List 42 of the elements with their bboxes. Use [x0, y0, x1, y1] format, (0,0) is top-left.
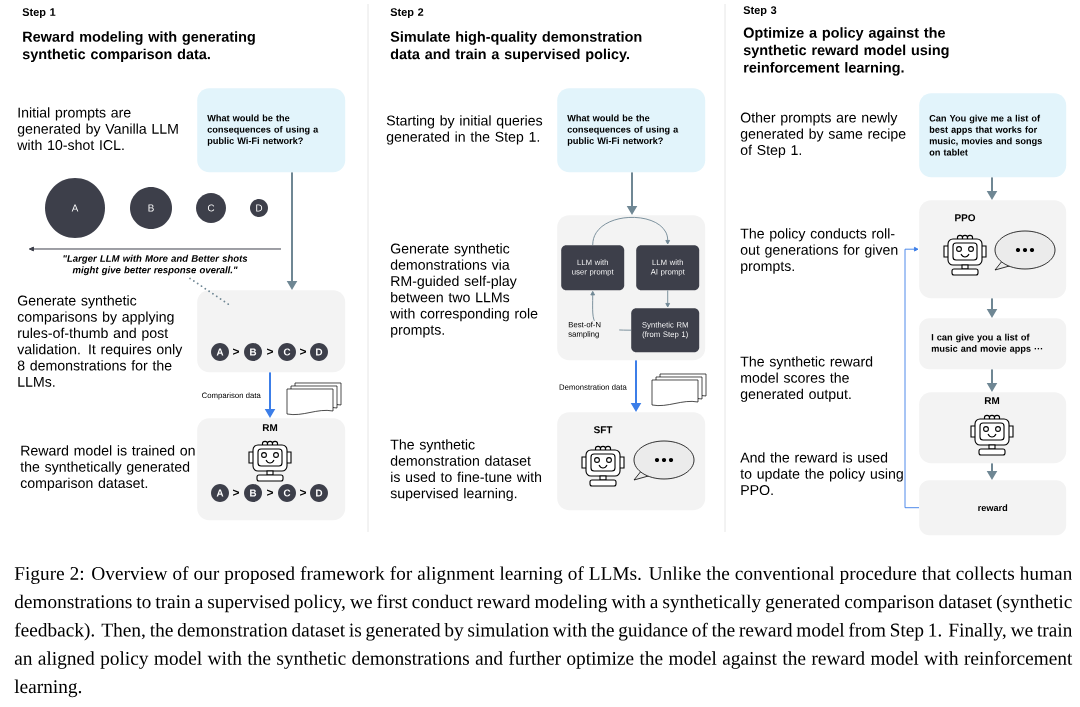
greater-than-sign: >: [267, 489, 273, 496]
prompt-box: What would be the consequences of using a public Wi-Fi network?: [557, 88, 706, 173]
rank-badge: B: [244, 484, 262, 502]
response-box: I can give you a list of music and movie apps ···: [919, 318, 1067, 370]
description-text: Other prompts are newly generated by same recipe of Step 1.: [740, 112, 906, 158]
step-label: Step 3: [743, 6, 777, 17]
greater-than-sign: >: [300, 348, 306, 355]
rank-badge: C: [278, 343, 296, 361]
arrow: [665, 289, 671, 308]
caption-text: Figure 2: Overview of our proposed framework for alignment learning of LLMs. Unlike the conventional procedure that collects human demonstrations to train a supervised policy, we first conduct reward modeling with a synthetically generated comparison dataset (synthetic feedback). Then, the demonstration dataset is generated by simulation with the guidance of the reward model from Step 1. Finally, we train an aligned policy model with the synthetic demonstrations and further optimize the model against the reward model with reinforcement learning.: [14, 566, 1073, 698]
greater-than-sign: >: [267, 348, 273, 355]
step-label: Step 2: [390, 8, 424, 19]
description-text: Initial prompts are generated by Vanilla LLM with 10-shot ICL.: [17, 107, 178, 151]
rank-badge: D: [310, 343, 328, 361]
leader-line: [189, 277, 232, 307]
step-label: Step 1: [22, 8, 56, 19]
description-text: Generate synthetic demonstrations via RM-guided self-play between two LLMs with corresponding role prompts.: [390, 243, 538, 338]
step-heading: Optimize a policy against the synthetic reward model using reinforcement learning.: [743, 27, 949, 76]
description-text: The synthetic reward model scores the generated output.: [740, 356, 873, 402]
description-text: The policy conducts roll-out generations for given prompts.: [740, 228, 898, 274]
rank-badge: B: [244, 343, 262, 361]
prompt-box: Can You give me a list of best apps that works for music, movies and songs on tablet: [919, 93, 1067, 178]
arrow: [904, 246, 920, 509]
rank-badge: A: [211, 484, 229, 502]
rank-badge: A: [211, 343, 229, 361]
arrow: [592, 216, 671, 246]
step-heading: Simulate high-quality demonstration data and train a supervised policy.: [390, 31, 642, 63]
response-box: reward: [919, 480, 1067, 536]
description-text: The synthetic demonstration dataset is used to fine-tune with supervised learning.: [390, 439, 542, 502]
rank-badge: D: [310, 484, 328, 502]
description-text: Generate synthetic comparisons by applying rules-of-thumb and post validation. It requires only 8 demonstrations for the LLMs.: [17, 295, 183, 387]
description-text: Starting by initial queries generated in the Step 1.: [386, 115, 543, 145]
process-panel: [197, 290, 346, 373]
quote-text: "Larger LLM with More and Better shots might give better response overall.": [63, 254, 248, 276]
greater-than-sign: >: [233, 348, 239, 355]
prompt-box: What would be the consequences of using a public Wi-Fi network?: [197, 88, 346, 173]
greater-than-sign: >: [300, 489, 306, 496]
rank-badge: C: [278, 484, 296, 502]
description-text: Reward model is trained on the synthetically generated comparison dataset.: [20, 445, 195, 491]
greater-than-sign: >: [233, 489, 239, 496]
step-heading: Reward modeling with generating synthetic comparison data.: [22, 31, 255, 63]
description-text: And the reward is used to update the policy using PPO.: [740, 452, 903, 496]
